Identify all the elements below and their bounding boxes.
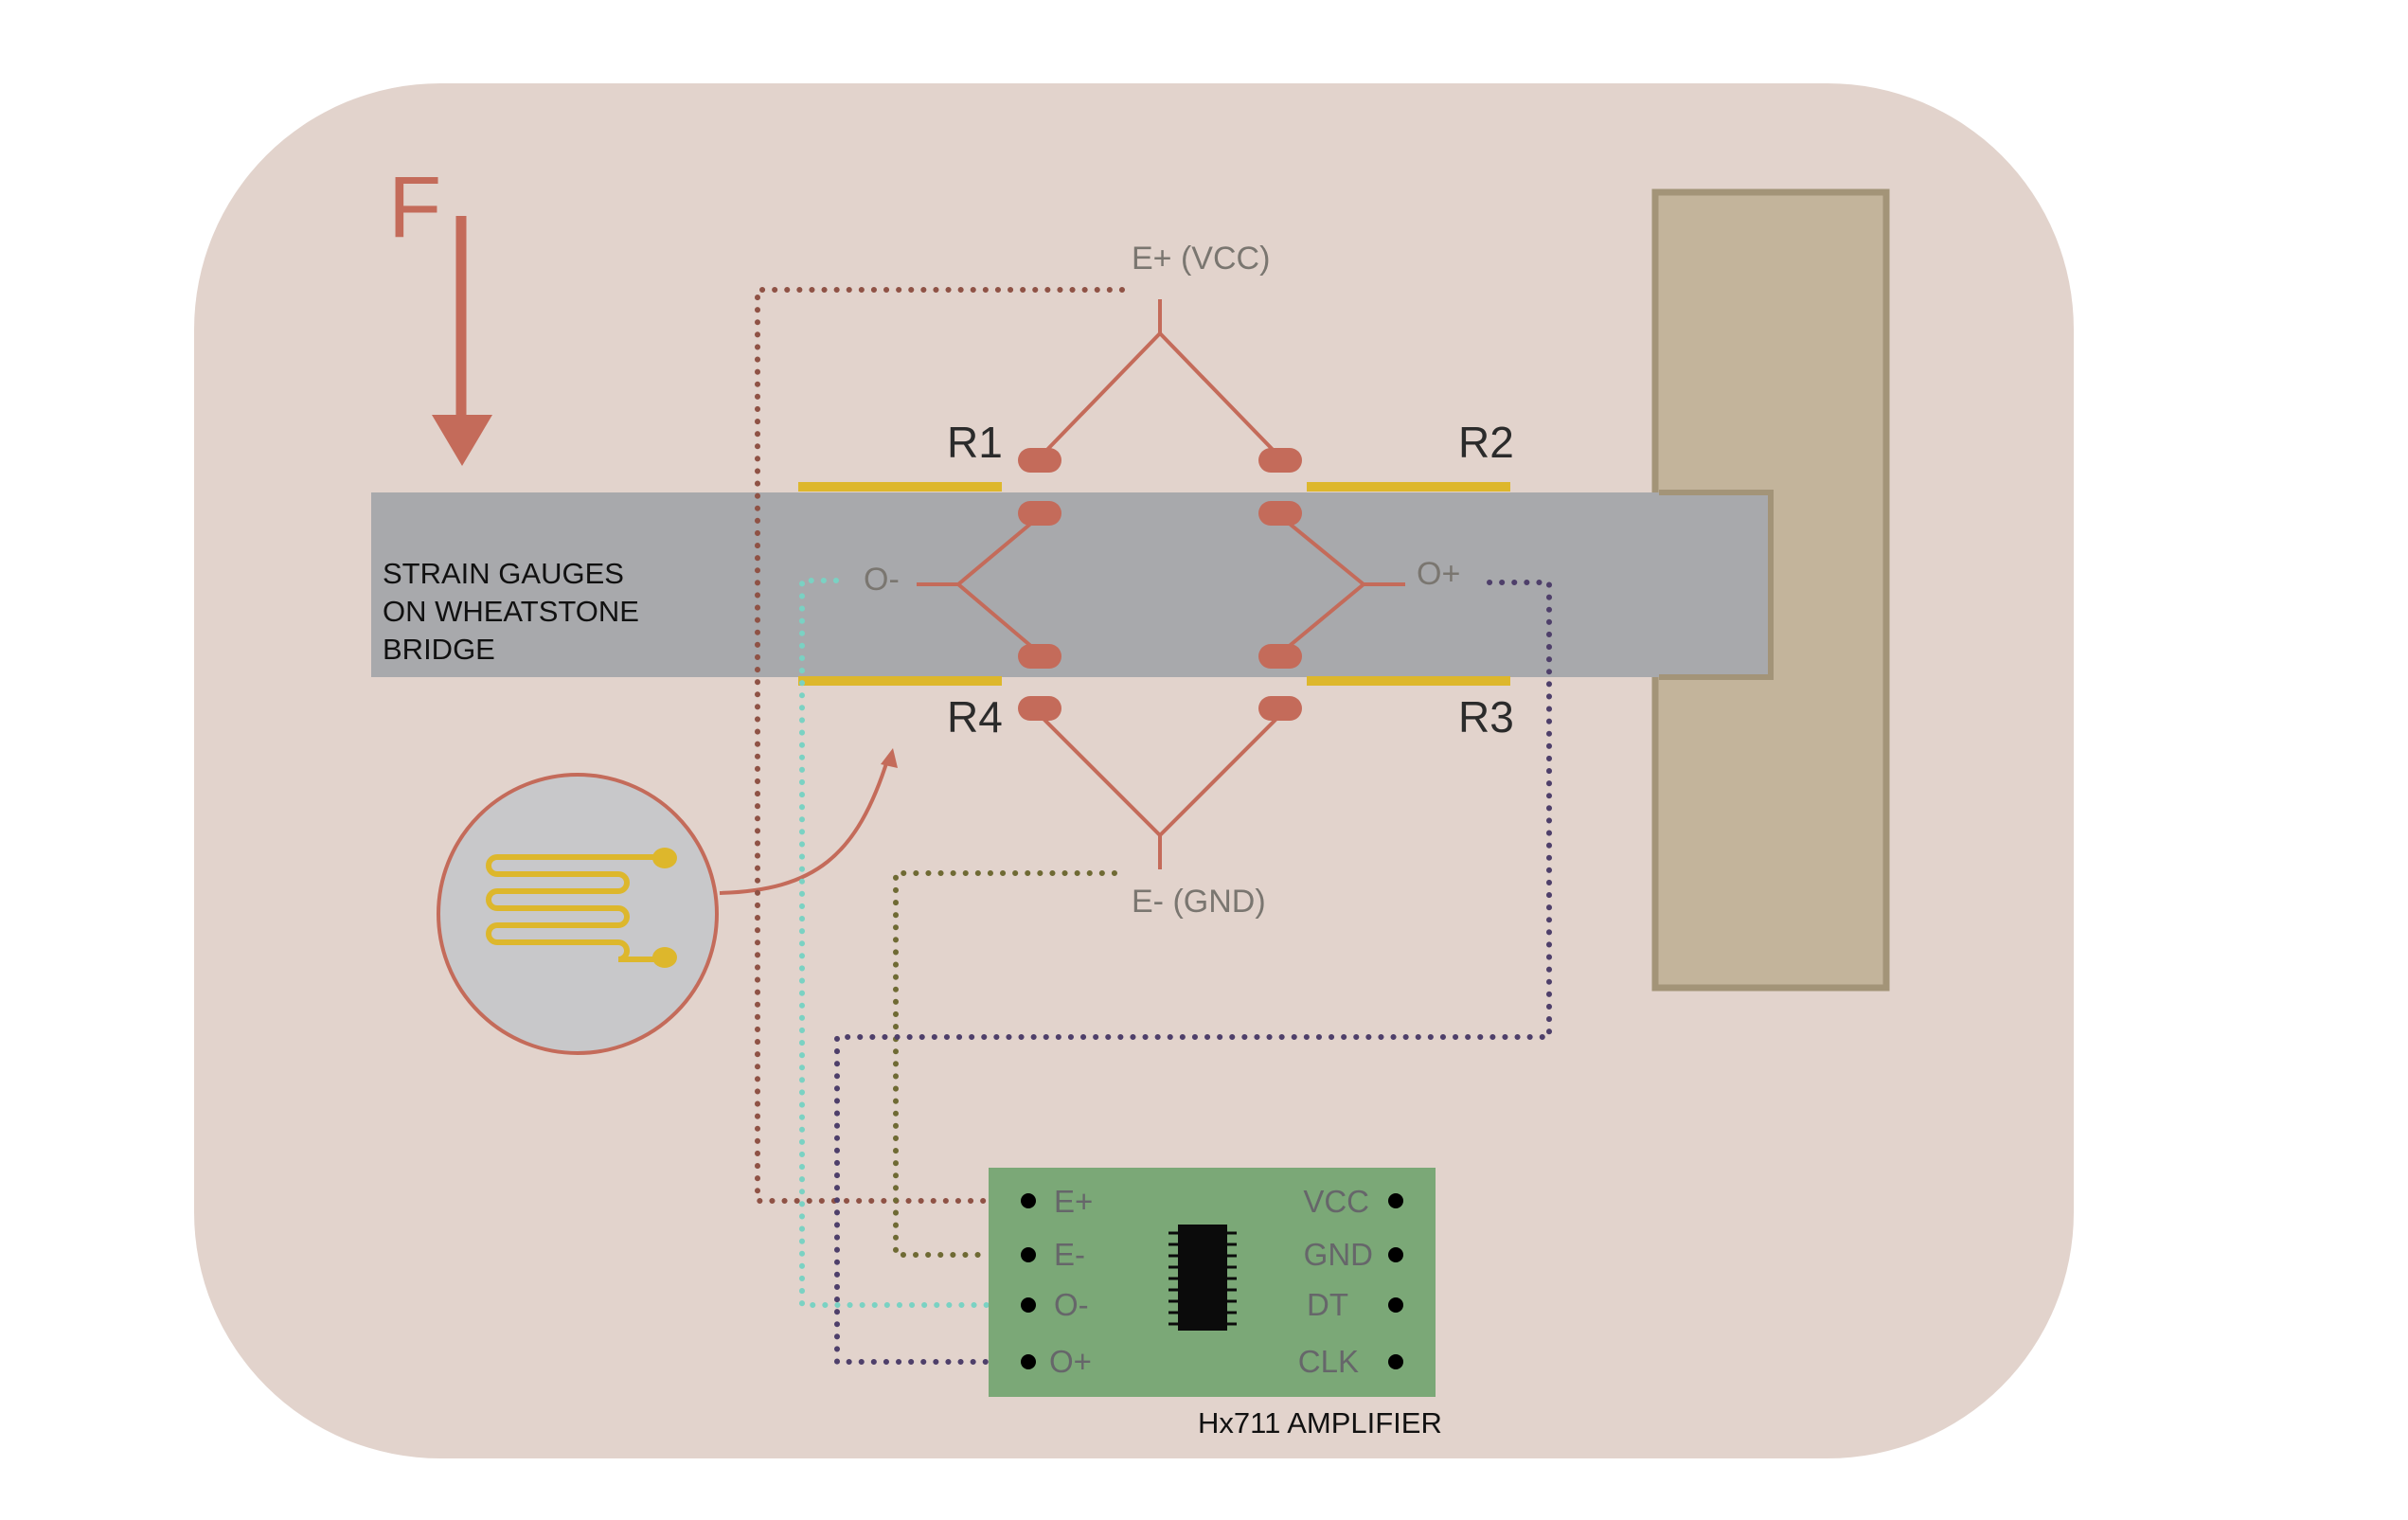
pin-dot <box>1021 1193 1036 1208</box>
terminal <box>1018 644 1061 669</box>
terminal <box>1258 501 1302 526</box>
node-e-minus-label: E- (GND) <box>1132 884 1266 920</box>
node-o-minus-label: O- <box>864 562 900 598</box>
signal-wires <box>755 287 1552 1365</box>
beam-caption: STRAIN GAUGES ON WHEATSTONE BRIDGE <box>383 557 648 666</box>
pin-dot <box>1388 1354 1403 1369</box>
amplifier-caption: Hx711 AMPLIFIER <box>1198 1406 1442 1440</box>
wire-o-plus <box>834 580 1552 1365</box>
resistor-r4-label: R4 <box>947 692 1003 742</box>
hx711-board: E+ E- O- O+ VCC GND DT CLK <box>989 1168 1436 1397</box>
detail-circle <box>437 773 719 1055</box>
wire-e-plus <box>755 287 1125 1204</box>
strain-gauge-detail <box>437 748 898 1055</box>
pin-gnd-label: GND <box>1304 1237 1373 1272</box>
pin-dot <box>1388 1297 1403 1313</box>
gauge-r2 <box>1307 482 1510 492</box>
terminal <box>1018 448 1061 473</box>
terminal <box>1258 448 1302 473</box>
pin-dot <box>1021 1247 1036 1262</box>
node-o-plus-label: O+ <box>1417 556 1460 592</box>
pin-e-plus-label: E+ <box>1054 1184 1093 1219</box>
beam <box>371 492 1773 677</box>
resistor-r2-label: R2 <box>1458 418 1514 467</box>
pin-vcc-label: VCC <box>1303 1184 1369 1219</box>
pin-dot <box>1021 1354 1036 1369</box>
terminal <box>1018 696 1061 721</box>
pin-dot <box>1021 1297 1036 1313</box>
gauge-r1 <box>798 482 1002 492</box>
pin-o-minus-label: O- <box>1054 1287 1089 1322</box>
pin-e-minus-label: E- <box>1054 1237 1085 1272</box>
gauge-r3 <box>1307 676 1510 686</box>
pin-dots <box>1021 1193 1403 1369</box>
wire-e-minus <box>893 870 1117 1258</box>
resistor-r1-label: R1 <box>947 418 1003 467</box>
background-panel <box>194 83 2074 1458</box>
serpentine-grid-icon <box>486 854 661 962</box>
wire-o-minus <box>799 578 990 1308</box>
wheatstone-bridge-wires <box>917 299 1405 869</box>
terminal <box>1258 644 1302 669</box>
resistor-r3-label: R3 <box>1458 692 1514 742</box>
detail-pointer-arrow <box>719 757 890 895</box>
arrowhead-icon <box>881 748 898 768</box>
force-label: F <box>388 159 441 256</box>
resistor-terminals <box>1018 448 1302 721</box>
pin-dt-label: DT <box>1307 1287 1348 1322</box>
pin-clk-label: CLK <box>1298 1344 1359 1379</box>
pin-dot <box>1388 1247 1403 1262</box>
beam-mount-outline <box>1659 490 1774 680</box>
force-arrow-icon <box>432 216 492 466</box>
node-e-plus-label: E+ (VCC) <box>1132 241 1270 277</box>
pin-dot <box>1388 1193 1403 1208</box>
terminal <box>1018 501 1061 526</box>
pin-o-plus-label: O+ <box>1049 1344 1092 1379</box>
gauge-r4 <box>798 676 1002 686</box>
chip-icon <box>1168 1225 1237 1331</box>
strain-gauge-bars <box>798 482 1510 686</box>
terminal <box>1258 696 1302 721</box>
